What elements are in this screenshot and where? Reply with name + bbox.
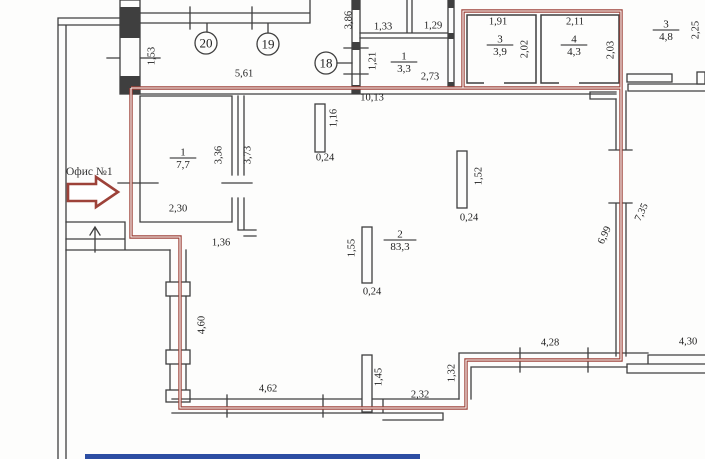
unit-circle: 19 [256,32,280,56]
door-gap [484,79,504,85]
dimension-label: 4,30 [679,337,697,348]
room-area: 7,7 [176,159,190,171]
dimension-label: 1,53 [147,47,158,65]
bottom-strip [85,454,420,459]
room-area: 4,3 [567,46,581,58]
wall-column [447,0,455,89]
unit-circle: 20 [194,31,218,55]
unit-number: 19 [262,37,275,52]
left-outer-wall [57,17,121,459]
dimension-label: 2,02 [520,40,531,58]
column [361,354,373,413]
room-number: 4 [571,34,577,46]
top-mini-rooms [359,0,449,39]
column [456,150,468,209]
red-line-core [130,10,622,409]
dimension-label: 10,13 [360,93,384,104]
room-label: 17,7 [169,147,197,171]
column [314,103,326,153]
dimension-label: 1,16 [329,109,340,127]
room-area: 3,9 [493,46,507,58]
dimension-label: 1,36 [212,238,230,249]
dimension-label: 2,73 [421,72,439,83]
dimension-label: 1,21 [368,52,379,70]
dimension-label: 3,86 [344,11,355,29]
dimension-label: 5,61 [235,69,253,80]
dimension-label: 4,60 [197,316,208,334]
room-area: 83,3 [390,241,410,253]
wall-opening [165,349,191,365]
wall-fill [120,7,140,38]
wall-stub [626,73,673,83]
dimension-label: 1,45 [374,368,385,386]
right-top-wall [627,83,705,92]
dimension-label: 2,03 [606,41,617,59]
top-wall [139,0,311,34]
dimension-label: 2,30 [169,204,187,215]
room-label: 13,3 [390,51,418,75]
wall-fill [448,0,454,8]
dimension-label: 3,36 [214,146,225,164]
lower-left-wall [169,249,187,400]
dimension-label: 2,11 [566,17,584,28]
room-1-walls [139,95,233,223]
dimension-label: 1,91 [489,17,507,28]
room-number: 3 [663,19,669,31]
room-area: 4,8 [659,31,673,43]
right-wall [608,90,633,357]
door-ticks [336,47,369,75]
dimension-label: 2,25 [691,21,702,39]
step-wall [458,347,649,400]
door-gap [559,79,579,85]
room-area: 3,3 [397,63,411,75]
room-number: 1 [401,51,407,63]
dimension-label: 4,62 [259,384,277,395]
dimension-label: 4,28 [541,338,559,349]
dimension-label: 0,24 [460,213,479,224]
unit-number: 18 [320,56,333,71]
red-boundary [129,9,623,410]
room-label: 33,9 [486,34,514,58]
room-label: 44,3 [560,34,588,58]
office-arrow-icon [66,174,121,210]
room-number: 2 [397,229,403,241]
dimension-label: 1,55 [347,239,358,257]
room-number: 3 [497,34,503,46]
wall-opening [165,389,191,403]
dimension-label: 1,52 [474,167,485,185]
unit-circle-outline [256,32,280,56]
wall-stub [696,71,705,85]
dimension-label: 7,35 [633,202,651,223]
office-label: Офис №1 [66,166,113,178]
column [361,226,373,284]
bottom-wall [171,394,460,421]
wall-fill [352,0,360,10]
wall-fill [352,42,360,50]
dimension-label: 1,29 [424,21,442,32]
dimension-label: 1,32 [447,364,458,382]
wall-fill [448,33,454,39]
wall-fill [448,82,454,88]
dimension-label: 1,33 [374,22,392,33]
room-4-walls [540,14,620,84]
right-corner-wall [589,91,617,100]
staircase [65,221,171,253]
dimension-label: 3,73 [243,146,254,164]
dimension-label: 6,99 [596,225,614,246]
dimension-label: 0,24 [363,287,382,298]
dimension-label: 0,24 [316,153,335,164]
bottom-right-wall [626,354,705,374]
room-label: 34,8 [652,19,680,43]
walls [57,0,705,459]
dimension-label: 2,32 [411,390,429,401]
unit-circle: 18 [314,51,338,75]
wall-opening [165,281,191,297]
unit-number: 20 [200,36,213,51]
unit-circle-outline [314,51,338,75]
room-number: 1 [180,147,186,159]
unit-circle-outline [194,31,218,55]
room-label: 283,3 [383,229,417,253]
inner-wall [237,95,257,237]
